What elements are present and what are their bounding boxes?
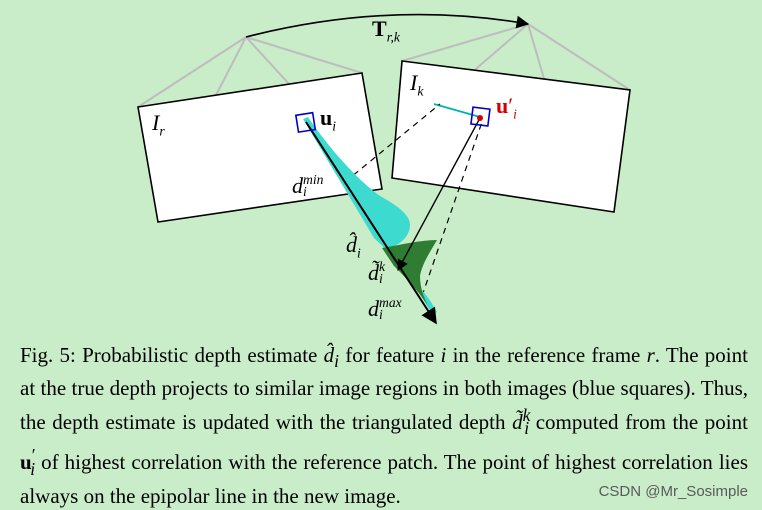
caption-text-3: in the reference frame [446, 343, 647, 367]
dtilde-label-sup: k [379, 258, 386, 274]
dtilde-label-sub: i [379, 270, 383, 286]
caption-text-5: computed from the point [529, 410, 748, 435]
transform-label: Tr,k [372, 18, 400, 44]
caption-feature-symbol: i [440, 343, 447, 367]
caption-frame-symbol: r [646, 343, 655, 367]
dmax-label-main: d [368, 296, 379, 321]
dmin-projection-line [344, 103, 441, 183]
u-cur-label-sub: i [513, 106, 517, 122]
caption-text-4: . The point at the true depth projects t… [20, 343, 748, 435]
caption-dtilde-sub: i [524, 418, 530, 439]
dhat-label-main: d̂ [346, 232, 357, 257]
u-cur-label-main: u [496, 93, 509, 118]
transform-label-main: T [372, 16, 387, 41]
figure-diagram [137, 13, 631, 325]
figure-caption: Fig. 5: Probabilistic depth estimate d̂i… [20, 342, 748, 510]
transform-arrow [245, 13, 530, 38]
u-ref-label-sub: i [332, 118, 337, 134]
dhat-label: d̂i [346, 234, 361, 260]
watermark: CSDN @Mr_Sosimple [598, 483, 748, 500]
dmin-label-main: d [292, 173, 303, 198]
caption-u-sub: i [30, 458, 36, 479]
dmax-label-sup: max [379, 294, 402, 310]
u-cur-label: u′i [496, 95, 517, 121]
dmin-label-sup: min [303, 171, 324, 187]
cur-camera-frustum [401, 23, 631, 91]
ref-image-label: Ir [152, 112, 165, 138]
reference-image-plane [137, 72, 383, 223]
cur-image-label: Ik [410, 72, 423, 98]
caption-dhat-sub: i [334, 351, 339, 372]
dmin-label-sub: i [303, 183, 307, 199]
correlation-point [477, 115, 483, 121]
caption-dtilde-sup: k [522, 405, 531, 426]
dmax-projection-line [421, 121, 483, 297]
transform-label-sub: r,k [386, 29, 400, 45]
dtilde-label-main: d̃ [368, 260, 379, 285]
triangulated-depth-update [382, 240, 437, 306]
reference-ray [305, 121, 437, 325]
caption-dhat-symbol: d̂ [323, 343, 335, 367]
ref-image-label-sub: r [159, 123, 165, 139]
current-patch-square [470, 106, 491, 127]
caption-text-2: for feature [338, 343, 441, 367]
dhat-label-sub: i [357, 245, 361, 261]
caption-u-prime: ′ [31, 445, 36, 466]
caption-text-1: Fig. 5: Probabilistic depth estimate [20, 343, 324, 367]
ref-camera-frustum [137, 36, 363, 108]
u-ref-label-main: u [320, 105, 333, 130]
cur-image-label-sub: k [417, 83, 424, 99]
triangulation-ray [397, 117, 481, 271]
dmax-label-sub: i [379, 306, 383, 322]
u-ref-label: ui [320, 107, 336, 133]
cur-image-label-main: I [410, 70, 418, 95]
ref-image-label-main: I [152, 110, 160, 135]
caption-u-symbol: u [20, 450, 32, 475]
caption-text-6: of highest correlation with the referenc… [20, 450, 748, 508]
current-image-plane [391, 60, 631, 213]
reference-patch-square [294, 111, 317, 134]
u-cur-label-prime: ′ [508, 93, 514, 118]
depth-distribution [303, 117, 437, 314]
caption-dtilde-symbol: d̃ [512, 410, 523, 435]
